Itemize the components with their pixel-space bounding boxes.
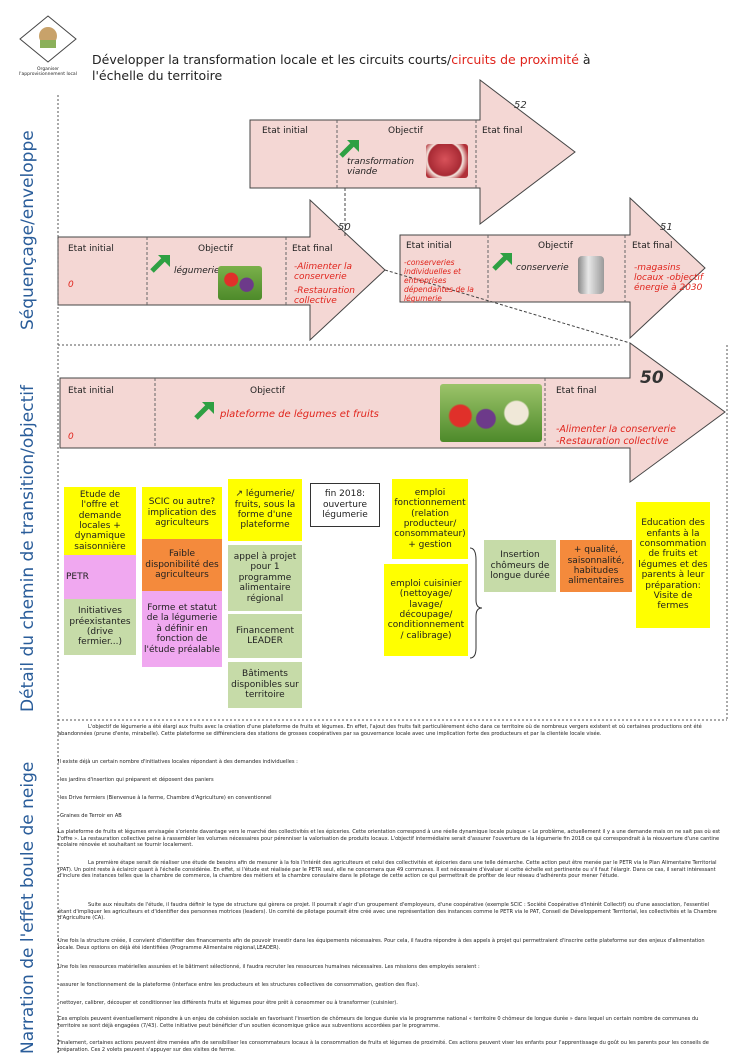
box-scic: SCIC ou autre? implication des agriculte…: [142, 487, 222, 539]
vegetables-image-large: [440, 384, 542, 442]
arrow-52: [249, 78, 576, 226]
side-label-sequencage: Séquençage/enveloppe: [18, 130, 38, 330]
narration-paragraph: -les jardins d'insertion qui préparent e…: [58, 777, 214, 783]
arrow-51-final: Etat final: [632, 241, 673, 251]
box-qualite-saisonnalite: + qualité, saisonnalité, habitudes alime…: [560, 540, 632, 592]
narration-paragraph: Finalement, certaines actions peuvent êt…: [58, 1040, 709, 1053]
narration-paragraph: La plateforme de fruits et légumes envis…: [58, 829, 721, 849]
title-part1: Développer la transformation locale et l…: [92, 52, 452, 67]
box-emploi-fonctionnement: emploi fonctionnement (relation producte…: [392, 479, 468, 559]
arrow-50-number: 50: [640, 368, 664, 388]
arrow-50-final-2: -Restauration collective: [556, 436, 669, 447]
arrow-50-initial: Etat initial: [68, 386, 114, 396]
narration-paragraph: -Graines de Terroir en AB: [58, 813, 122, 819]
green-arrow-icon-51: [492, 253, 512, 271]
green-arrow-icon-52: [339, 140, 359, 158]
arrow-50-final: Etat final: [556, 386, 597, 396]
arrow-51-initial: Etat initial: [406, 241, 452, 251]
narration-paragraph: Une fois la structure créée, il convient…: [58, 938, 705, 951]
title-part2: circuits de proximité: [451, 52, 579, 67]
arrow-52-initial: Etat initial: [262, 126, 308, 136]
logo-icon: [19, 15, 77, 63]
box-faible-disponibilite: Faible disponibilité des agriculteurs: [142, 539, 222, 591]
arrow-50-small-objectif: Objectif: [198, 244, 233, 254]
green-arrow-icon-50: [194, 402, 214, 420]
arrow-52-objectif: Objectif: [388, 126, 423, 136]
vegetables-image-small: [218, 266, 262, 300]
side-label-detail: Détail du chemin de transition/objectif: [18, 385, 38, 712]
narration-paragraph: -les Drive fermiers (Bienvenue à la ferm…: [58, 795, 272, 801]
narration-paragraph: La première étape serait de réaliser une…: [58, 860, 717, 880]
narration-paragraph: Suite aux résultats de l'étude, il faudr…: [58, 902, 717, 922]
arrow-50-big: [59, 342, 726, 483]
arrow-50-small-number: 50: [338, 222, 351, 233]
box-legumerie-plateforme: ↗ légumerie/ fruits, sous la forme d'une…: [228, 479, 302, 541]
arrow-51-initial-text: -conserveries individuelles et entrepris…: [404, 258, 474, 303]
box-etude-offre: Etude de l'offre et demande locales + dy…: [64, 487, 136, 555]
arrow-51-obj-text: conserverie: [516, 263, 569, 273]
arrow-51-objectif: Objectif: [538, 241, 573, 251]
arrow-50-initial-value: 0: [68, 432, 74, 442]
arrow-50-small-initial-value: 0: [68, 280, 74, 290]
box-initiatives: Initiatives préexistantes (drive fermier…: [64, 599, 136, 655]
title-part3: à: [578, 52, 591, 67]
green-arrow-icon-50s: [150, 255, 170, 273]
box-forme-statut: Forme et statut de la légumerie à défini…: [142, 591, 222, 667]
narration-paragraph: Ces emplois peuvent éventuellement répon…: [58, 1016, 699, 1029]
arrow-50-final-1: -Alimenter la conserverie: [556, 424, 676, 435]
box-batiments: Bâtiments disponibles sur territoire: [228, 662, 302, 708]
box-emploi-cuisinier: emploi cuisinier (nettoyage/ lavage/ déc…: [384, 564, 468, 656]
narration-paragraph: Il existe déjà un certain nombre d'initi…: [58, 759, 298, 765]
side-label-narration: Narration de l'effet boule de neige: [18, 761, 38, 1054]
box-insertion-chomeurs: Insertion chômeurs de longue durée: [484, 540, 556, 592]
title-line2: l'échelle du territoire: [92, 68, 223, 84]
narration-paragraph: L'objectif de légumerie a été élargi aux…: [58, 724, 702, 737]
arrow-50-small-obj-text: légumeries: [174, 266, 225, 276]
box-petr: PETR: [64, 555, 136, 599]
arrow-51-final-text: -magasins locaux -objectif énergie à 203…: [634, 263, 704, 293]
can-image: [578, 256, 604, 294]
meat-image: [426, 144, 468, 178]
arrow-50-small-initial: Etat initial: [68, 244, 114, 254]
arrow-52-obj-text: transformation viande: [347, 157, 415, 177]
narration-paragraph: -assurer le fonctionnement de la platefo…: [58, 982, 420, 988]
narration-paragraph: Une fois les ressources matérielles assu…: [58, 964, 480, 970]
page-title: Développer la transformation locale et l…: [92, 52, 722, 85]
narration-paragraph: -nettoyer, calibrer, découper et conditi…: [58, 1000, 398, 1006]
box-fin-2018: fin 2018: ouverture légumerie: [310, 483, 380, 527]
box-education-enfants: Education des enfants à la consommation …: [636, 502, 710, 628]
arrow-50-small-final-2: -Restauration collective: [294, 286, 355, 306]
arrow-50-obj-text: plateforme de légumes et fruits: [220, 409, 379, 420]
arrow-50-small-final: Etat final: [292, 244, 333, 254]
logo-label: Organiser l'approvisionnement local: [19, 67, 77, 77]
arrow-50-objectif: Objectif: [250, 386, 285, 396]
arrow-52-final: Etat final: [482, 126, 523, 136]
box-appel-projet: appel à projet pour 1 programme alimenta…: [228, 545, 302, 611]
box-financement-leader: Financement LEADER: [228, 614, 302, 658]
arrow-50-small-final-1: -Alimenter la conserverie: [294, 262, 353, 282]
arrow-51-number: 51: [660, 222, 673, 233]
logo: Organiser l'approvisionnement local: [18, 14, 78, 80]
arrow-51: [399, 196, 706, 340]
arrow-52-number: 52: [514, 100, 527, 111]
